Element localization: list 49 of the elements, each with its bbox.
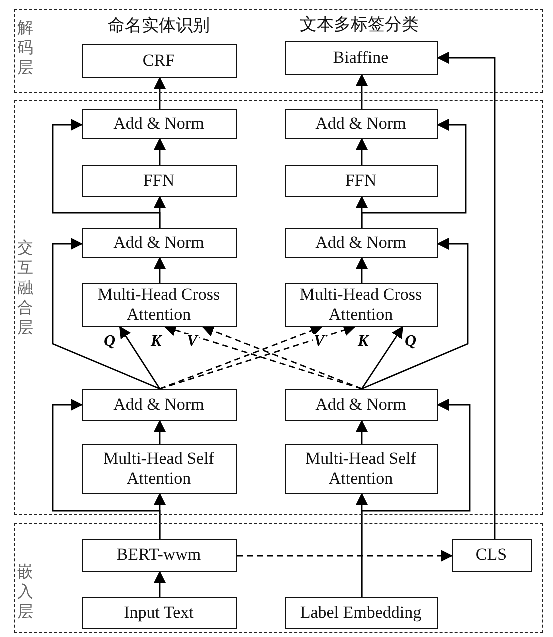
arrow <box>356 138 368 165</box>
arrow <box>52 238 160 390</box>
dashed-arrow <box>202 325 362 390</box>
process-box: Multi-Head Self Attention <box>284 444 438 494</box>
process-box: BERT-wwm <box>82 538 236 572</box>
arrow <box>356 420 368 444</box>
edge-label: Q <box>103 334 117 350</box>
arrow <box>154 571 166 597</box>
arrow <box>361 119 467 228</box>
process-box: Multi-Head Cross Attention <box>82 282 236 326</box>
arrow <box>154 257 166 283</box>
process-box: Add & Norm <box>82 388 236 420</box>
arrow <box>437 52 496 539</box>
process-box: Add & Norm <box>284 108 438 138</box>
layer-label: 嵌入层 <box>18 562 34 622</box>
arrow <box>52 399 161 539</box>
arrow <box>154 77 166 109</box>
process-box: Biaffine <box>284 40 438 74</box>
process-box: Add & Norm <box>82 228 236 258</box>
layer-region <box>14 9 543 93</box>
column-title: 命名实体识别 <box>108 15 210 37</box>
arrow <box>154 138 166 165</box>
process-box: Add & Norm <box>82 108 236 138</box>
dashed-arrow <box>237 550 453 562</box>
arrow <box>356 257 368 283</box>
process-box: CRF <box>82 44 236 78</box>
process-box: Multi-Head Self Attention <box>82 444 236 494</box>
arrow <box>356 74 368 109</box>
arrow <box>52 119 161 228</box>
arrow <box>361 326 404 390</box>
arrow <box>361 399 471 597</box>
process-box: FFN <box>284 164 438 196</box>
process-box: CLS <box>452 538 532 572</box>
layer-label: 解码层 <box>18 18 34 78</box>
column-title: 文本多标签分类 <box>300 14 419 36</box>
layer-region <box>14 100 543 515</box>
process-box: Label Embedding <box>284 596 438 628</box>
layer-region <box>14 523 543 633</box>
layer-label: 交互融合层 <box>18 238 34 338</box>
process-box: Add & Norm <box>284 388 438 420</box>
arrow <box>119 326 161 390</box>
process-box: FFN <box>82 164 236 196</box>
dashed-arrow <box>160 325 323 390</box>
process-box: Input Text <box>82 596 236 628</box>
edge-label: Q <box>404 334 418 350</box>
arrow <box>154 420 166 444</box>
process-box: Add & Norm <box>284 228 438 258</box>
process-box: Multi-Head Cross Attention <box>284 282 438 326</box>
arrow <box>362 238 469 390</box>
